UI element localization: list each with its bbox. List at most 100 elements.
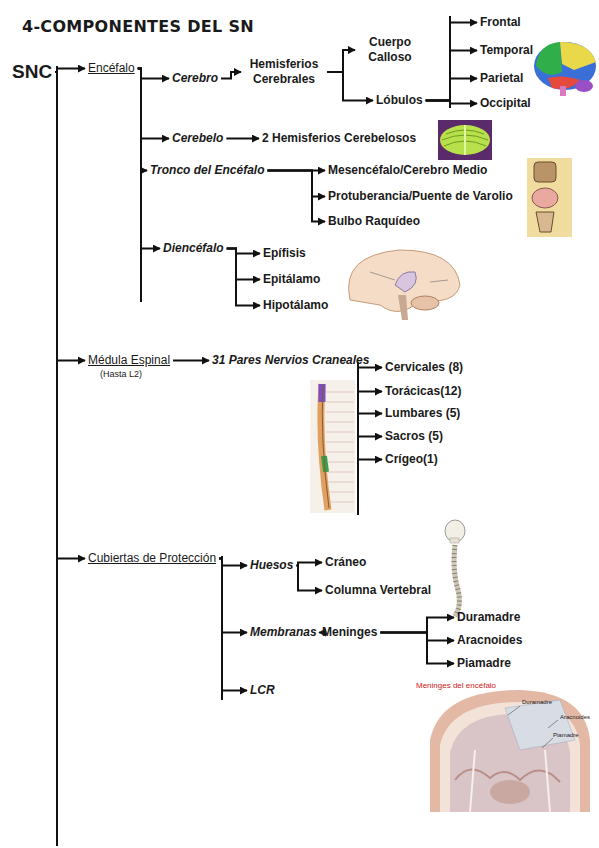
tree-node: Cuerpo Calloso bbox=[358, 35, 422, 65]
tree-node: Parietal bbox=[480, 71, 523, 86]
node-text: Encéfalo bbox=[88, 61, 135, 76]
tree-node: Médula Espinal(Hasta L2) bbox=[88, 353, 170, 380]
spinal-cord-image bbox=[322, 385, 329, 508]
node-text: Occipital bbox=[480, 96, 531, 111]
node-text: Cervicales (8) bbox=[385, 360, 463, 375]
spinal-cord-image bbox=[328, 472, 354, 473]
tree-connector bbox=[55, 72, 85, 559]
spinal-cord-image bbox=[321, 384, 328, 510]
spinal-cord-image bbox=[326, 432, 354, 433]
brainstem-image bbox=[536, 212, 554, 232]
node-text: 2 Hemisferios Cerebelosos bbox=[262, 131, 416, 146]
diagram-title: 4-COMPONENTES DEL SN bbox=[22, 17, 254, 36]
cerebellum-image bbox=[438, 120, 492, 160]
image-label: Meninges del encéfalo bbox=[416, 681, 496, 690]
tree-connector bbox=[219, 559, 247, 633]
tree-node: Tronco del Encéfalo bbox=[150, 163, 264, 178]
tree-connector bbox=[380, 633, 454, 641]
node-text: Meninges bbox=[322, 625, 377, 640]
tree-connector bbox=[358, 368, 382, 392]
tree-node: Cervicales (8) bbox=[385, 360, 463, 375]
tree-node: Torácicas(12) bbox=[385, 384, 461, 399]
tree-node: Aracnoides bbox=[457, 633, 522, 648]
diencephalon-image bbox=[395, 272, 416, 292]
node-text: LCR bbox=[250, 683, 275, 698]
tree-node: 31 Pares Nervios Craneales bbox=[212, 353, 369, 368]
tree-connector bbox=[358, 368, 382, 414]
image-label: Duramadre bbox=[522, 699, 552, 705]
tree-node: Bulbo Raquídeo bbox=[328, 214, 420, 229]
node-text: Torácicas(12) bbox=[385, 384, 461, 399]
brain-lobes-image bbox=[560, 42, 596, 70]
tree-node: Cubiertas de Protección bbox=[88, 551, 216, 566]
node-text: Mesencéfalo/Cerebro Medio bbox=[328, 163, 487, 178]
brain-lobes-image bbox=[560, 86, 566, 96]
node-text: Columna Vertebral bbox=[325, 583, 431, 598]
tree-node: SNC bbox=[12, 61, 52, 83]
meninges-image bbox=[490, 780, 530, 804]
tree-node: Diencéfalo bbox=[163, 241, 224, 256]
tree-node: Occipital bbox=[480, 96, 531, 111]
cerebellum-image bbox=[438, 120, 492, 160]
tree-node: Cerebelo bbox=[172, 131, 223, 146]
spinal-cord-image bbox=[310, 380, 355, 513]
tree-connector bbox=[219, 559, 247, 691]
node-text: Cuerpo Calloso bbox=[358, 35, 422, 65]
tree-node: Lóbulos bbox=[376, 93, 423, 108]
node-text: Tronco del Encéfalo bbox=[150, 163, 264, 178]
meninges-image bbox=[508, 706, 520, 715]
meninges-image bbox=[470, 750, 475, 812]
brain-lobes-image bbox=[575, 80, 593, 92]
tree-node: Sacros (5) bbox=[385, 429, 443, 444]
tree-node: Epífisis bbox=[263, 246, 306, 261]
tree-node: Hemisferios Cerebrales bbox=[244, 57, 324, 87]
tree-connector bbox=[138, 69, 169, 79]
meninges-image bbox=[505, 700, 575, 750]
node-text: Hipotálamo bbox=[263, 298, 328, 313]
image-label: Aracnoides bbox=[560, 714, 590, 720]
node-text: Crígeo(1) bbox=[385, 452, 438, 467]
tree-connector bbox=[327, 50, 355, 72]
diencephalon-image bbox=[370, 272, 395, 280]
tree-node: Cráneo bbox=[325, 555, 366, 570]
tree-connector bbox=[426, 79, 477, 101]
spinal-cord-image bbox=[326, 392, 354, 393]
diencephalon-image bbox=[430, 280, 448, 282]
node-text: Bulbo Raquídeo bbox=[328, 214, 420, 229]
tree-connector bbox=[227, 249, 260, 306]
skeleton-image bbox=[445, 520, 465, 542]
image-label: Piamadre bbox=[553, 732, 579, 738]
trunk-line bbox=[57, 16, 450, 846]
node-text: Médula Espinal bbox=[88, 353, 170, 368]
tree-node: LCR bbox=[250, 683, 275, 698]
spinal-cord-image bbox=[326, 412, 354, 413]
skeleton-image bbox=[454, 545, 459, 616]
node-text: Aracnoides bbox=[457, 633, 522, 648]
node-text: Huesos bbox=[250, 558, 293, 573]
tree-connector bbox=[296, 563, 322, 566]
tree-connector bbox=[138, 69, 160, 249]
tree-connector bbox=[267, 171, 325, 222]
tree-connector bbox=[296, 566, 322, 591]
tree-connector bbox=[380, 633, 454, 664]
tree-connector bbox=[138, 69, 169, 139]
node-text: Cráneo bbox=[325, 555, 366, 570]
tree-node: Temporal bbox=[480, 43, 533, 58]
tree-node: Protuberancia/Puente de Varolio bbox=[328, 189, 513, 204]
tree-node: Frontal bbox=[480, 15, 521, 30]
brain-lobes-image bbox=[534, 42, 596, 96]
tree-connector bbox=[426, 51, 477, 101]
tree-node: Columna Vertebral bbox=[325, 583, 431, 598]
tree-node: Crígeo(1) bbox=[385, 452, 438, 467]
tree-connector bbox=[227, 249, 260, 280]
spinal-cord-image bbox=[329, 502, 354, 503]
node-text: Cerebelo bbox=[172, 131, 223, 146]
diencephalon-image bbox=[411, 296, 439, 310]
tree-node: Membranas bbox=[250, 625, 317, 640]
tree-connector bbox=[219, 559, 247, 566]
tree-node: Encéfalo bbox=[88, 61, 135, 76]
tree-node: Meninges bbox=[322, 625, 377, 640]
skeleton-image bbox=[450, 538, 459, 543]
